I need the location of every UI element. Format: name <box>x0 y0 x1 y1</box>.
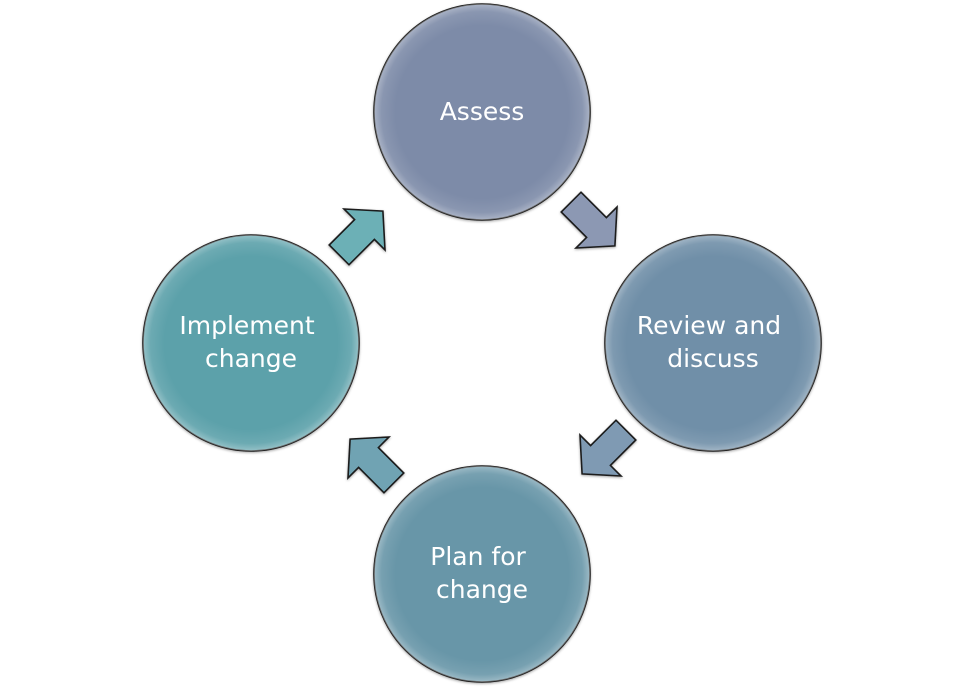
node-implement-change: Implement change <box>142 234 360 452</box>
node-label: Plan for change <box>430 542 533 604</box>
node-label-line-2: discuss <box>667 344 758 373</box>
node-plan-for-change: Plan for change <box>373 465 591 683</box>
arrow-shape <box>347 436 405 494</box>
arrow-shape <box>579 419 637 477</box>
arrow-plan-to-implement <box>347 436 405 494</box>
node-label-line-2: change <box>205 344 297 373</box>
node-label-line-1: Review and <box>637 311 781 340</box>
arrow-assess-to-review <box>560 191 618 249</box>
node-shine <box>605 235 821 451</box>
node-assess: Assess <box>373 3 591 221</box>
node-label: Implement change <box>179 311 322 373</box>
node-label-line-1: Implement <box>179 311 315 340</box>
node-shine <box>374 466 590 682</box>
node-label-line-1: Plan for <box>430 542 526 571</box>
node-shine <box>374 4 590 220</box>
arrow-shape <box>328 208 386 266</box>
node-label: Assess <box>440 97 525 126</box>
node-label: Review and discuss <box>637 311 789 373</box>
node-label-line-2: change <box>436 575 528 604</box>
arrow-review-to-plan <box>579 419 637 477</box>
node-label-line-1: Assess <box>440 97 525 126</box>
node-shine <box>143 235 359 451</box>
arrow-implement-to-assess <box>328 208 386 266</box>
node-review-and-discuss: Review and discuss <box>604 234 822 452</box>
arrow-shape <box>560 191 618 249</box>
